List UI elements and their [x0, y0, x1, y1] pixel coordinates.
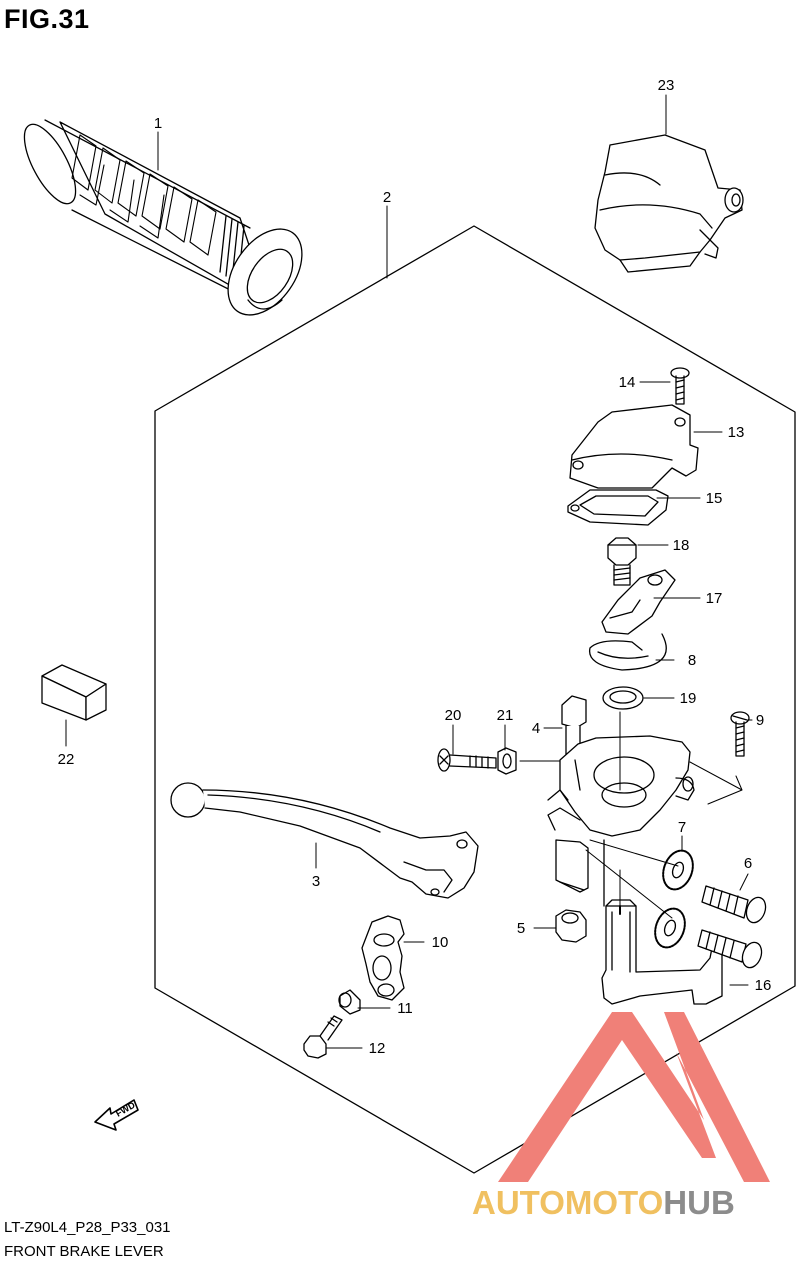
- collar-part-11: [338, 989, 361, 1015]
- oring-part-19: [602, 686, 644, 710]
- callout-8: 8: [688, 652, 696, 669]
- gasket-part-15: [567, 489, 669, 526]
- watermark-triangle-icon: [498, 1012, 770, 1182]
- callout-20: 20: [445, 707, 462, 724]
- watermark-text-hub: HUB: [663, 1184, 735, 1221]
- callout-17: 17: [706, 590, 723, 607]
- callout-18: 18: [673, 537, 690, 554]
- callout-19: 19: [680, 690, 697, 707]
- screw-part-20: [437, 748, 497, 772]
- callout-10: 10: [432, 934, 449, 951]
- lever-cover-part-23: [594, 134, 744, 273]
- lock-washer-part-7: [654, 849, 694, 949]
- figure-code: LT-Z90L4_P28_P33_031: [4, 1219, 171, 1236]
- callout-13: 13: [728, 424, 745, 441]
- grip-part-1: [23, 119, 303, 316]
- callouts: 1 2 3 4 5 6 7 8 9 10 11 12 13 14 15 16 1…: [58, 77, 772, 1057]
- watermark-text-automoto: AUTOMOTO: [472, 1184, 663, 1221]
- fwd-arrow-icon: FWD: [94, 1099, 139, 1131]
- callout-3: 3: [312, 873, 320, 890]
- pivot-holder-part-10: [361, 915, 405, 1001]
- callout-14: 14: [619, 374, 636, 391]
- callout-2: 2: [383, 189, 391, 206]
- callout-5: 5: [517, 920, 525, 937]
- callout-16: 16: [755, 977, 772, 994]
- grease-part-22: [41, 664, 107, 721]
- reservoir-cap-part-13: [569, 404, 699, 489]
- screw-part-9: [730, 711, 750, 757]
- bolt-part-18: [607, 537, 637, 586]
- callout-7: 7: [678, 819, 686, 836]
- callout-15: 15: [706, 490, 723, 507]
- callout-22: 22: [58, 751, 75, 768]
- bolt-part-12: [303, 1015, 343, 1059]
- screw-part-14: [670, 367, 690, 405]
- figure-title: FIG.31: [4, 4, 90, 34]
- nut-part-21: [497, 747, 517, 775]
- callout-11: 11: [397, 1000, 413, 1017]
- callout-21: 21: [497, 707, 514, 724]
- callout-23: 23: [658, 77, 675, 94]
- holder-part-16: [601, 899, 723, 1005]
- callout-12: 12: [369, 1040, 386, 1057]
- master-cylinder-housing: [547, 735, 695, 907]
- spring-part-8: [588, 633, 667, 671]
- svg-text:AUTOMOTOHUB: AUTOMOTOHUB: [472, 1184, 735, 1221]
- callout-4: 4: [532, 720, 540, 737]
- nut-part-5: [555, 909, 587, 943]
- assembly-boundary: [154, 225, 796, 1174]
- leader-lines: [65, 94, 753, 1049]
- callout-1: 1: [154, 115, 162, 132]
- watermark-logo: AUTOMOTOHUB: [472, 1012, 770, 1221]
- callout-9: 9: [756, 712, 764, 729]
- bracket-part-17: [601, 569, 676, 635]
- figure-name: FRONT BRAKE LEVER: [4, 1243, 164, 1260]
- callout-6: 6: [744, 855, 752, 872]
- brake-lever-part-3: [170, 782, 479, 899]
- adjusting-screw-part-6: [697, 885, 767, 969]
